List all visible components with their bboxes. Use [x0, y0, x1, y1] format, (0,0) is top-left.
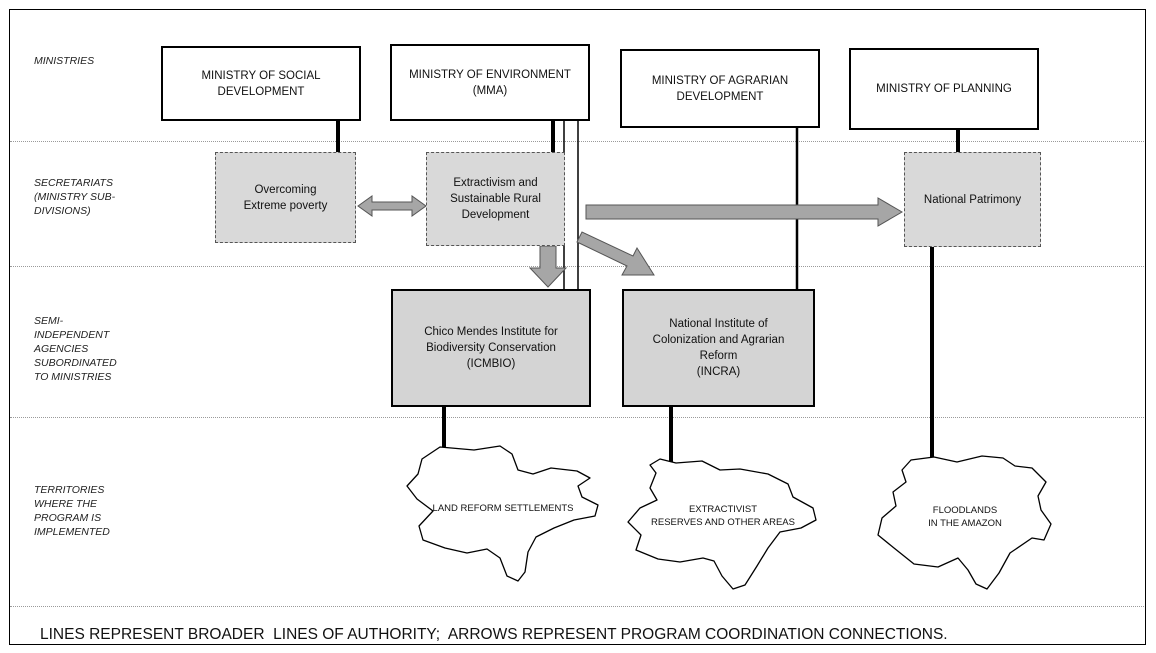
- territory-shape: [877, 455, 1052, 590]
- secretariat-national-patrimony-box: National Patrimony: [904, 152, 1041, 247]
- ministry-environment-box: MINISTRY OF ENVIRONMENT (MMA): [390, 44, 590, 121]
- agency-incra-box: National Institute of Colonization and A…: [622, 289, 815, 407]
- coordination-arrow: [528, 245, 568, 288]
- coordination-arrow: [357, 195, 427, 217]
- secretariat-extractivism-box: Extractivism and Sustainable Rural Devel…: [426, 152, 565, 246]
- row-label-territories: TERRITORIES WHERE THE PROGRAM IS IMPLEME…: [34, 484, 110, 538]
- row-label-secretariats: SECRETARIATS (MINISTRY SUB- DIVISIONS): [34, 177, 116, 217]
- territory-shape: [627, 458, 817, 590]
- legend-caption: LINES REPRESENT BROADER LINES OF AUTHORI…: [40, 626, 948, 643]
- coordination-arrow: [576, 231, 655, 276]
- ministry-social-development-box: MINISTRY OF SOCIAL DEVELOPMENT: [161, 46, 361, 121]
- row-divider: [10, 266, 1144, 267]
- territory-label-settlements: LAND REFORM SETTLEMENTS: [432, 503, 574, 514]
- row-divider: [10, 141, 1144, 142]
- territory-label-reserves: EXTRACTIVIST RESERVES AND OTHER AREAS: [651, 504, 795, 528]
- coordination-arrow: [585, 197, 903, 227]
- ministry-planning-box: MINISTRY OF PLANNING: [849, 48, 1039, 130]
- territory-label-floodlands: FLOODLANDS IN THE AMAZON: [928, 505, 1002, 529]
- agency-icmbio-box: Chico Mendes Institute for Biodiversity …: [391, 289, 591, 407]
- row-label-agencies: SEMI- INDEPENDENT AGENCIES SUBORDINATED …: [34, 315, 117, 383]
- row-label-ministries: MINISTRIES: [34, 55, 95, 67]
- territory-shape: [406, 445, 599, 582]
- row-divider: [10, 417, 1144, 418]
- row-divider: [10, 606, 1144, 607]
- ministry-agrarian-development-box: MINISTRY OF AGRARIAN DEVELOPMENT: [620, 49, 820, 128]
- secretariat-overcoming-poverty-box: Overcoming Extreme poverty: [215, 152, 356, 243]
